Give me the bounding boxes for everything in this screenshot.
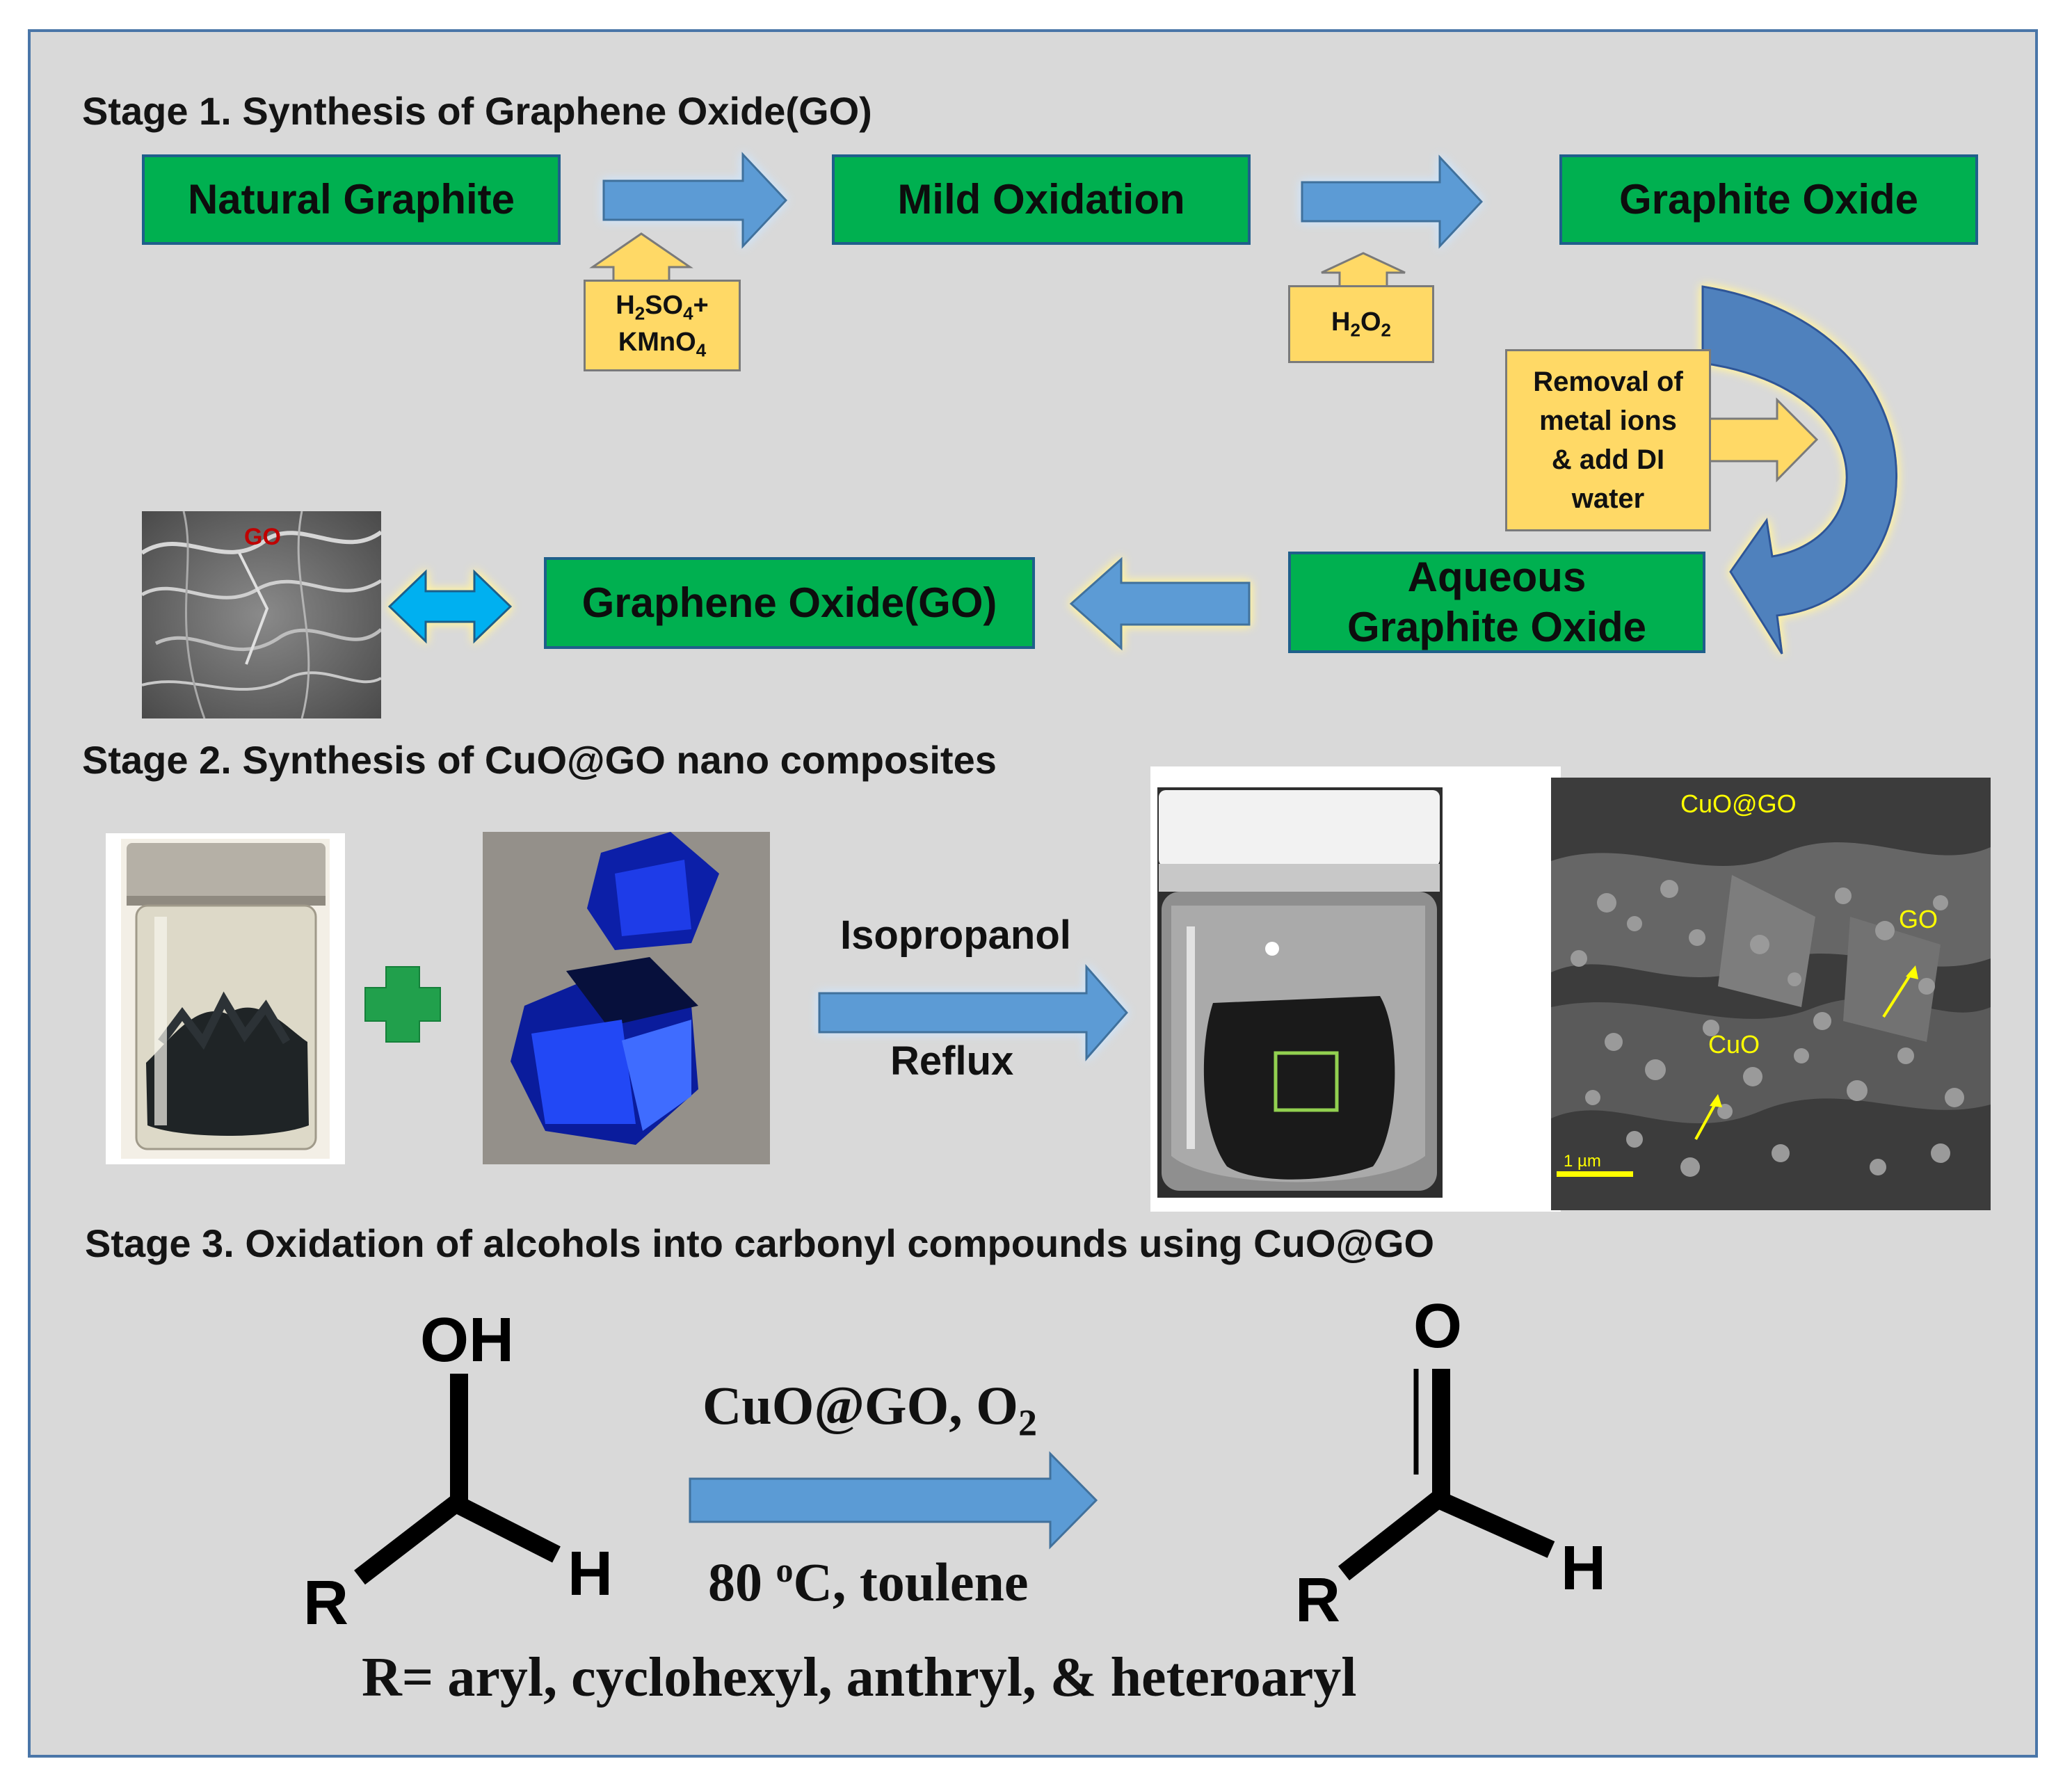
condition-label: Reflux <box>890 1038 1014 1084</box>
stage3-title: Stage 3. Oxidation of alcohols into carb… <box>85 1221 1435 1265</box>
copper-sulfate-graphic <box>483 832 770 1164</box>
alcohol-r-label: R <box>303 1568 348 1638</box>
sem-scale-bar-label: 1 µm <box>1564 1152 1601 1171</box>
plus-icon <box>364 966 441 1043</box>
go-sem-image: GO <box>142 511 381 718</box>
carbonyl-o-label: O <box>1413 1292 1463 1361</box>
reagent-box-peroxide: H2O2 <box>1288 285 1434 363</box>
reaction-reagent: CuO@GO, O2 <box>702 1375 1037 1444</box>
removal-line1: Removal of <box>1533 367 1683 397</box>
arrow-stage3 <box>689 1451 1098 1550</box>
reagent-box-acid-permanganate: H2SO4+ KMnO4 <box>584 280 741 371</box>
curved-return-arrow <box>1701 285 1898 654</box>
carbonyl-r-label: R <box>1295 1566 1340 1635</box>
copper-sulfate-crystal-photo <box>483 832 770 1164</box>
aqueous-line1: Aqueous <box>1407 554 1587 600</box>
alcohol-oh-label: OH <box>420 1306 514 1375</box>
sem-cuo-label: CuO <box>1708 1030 1760 1059</box>
cuo-go-vial-graphic <box>1157 787 1443 1198</box>
sem-cuo-go-label: CuO@GO <box>1680 789 1797 818</box>
arrow-stage2 <box>818 964 1128 1061</box>
removal-line4: water <box>1571 483 1645 514</box>
natural-graphite-label: Natural Graphite <box>187 176 515 223</box>
graphite-oxide-label: Graphite Oxide <box>1619 176 1919 223</box>
carbonyl-h-label: H <box>1561 1534 1606 1603</box>
arrow-right-2 <box>1301 154 1484 249</box>
solvent-label: Isopropanol <box>840 913 1071 958</box>
reagent-permanganate: KMnO4 <box>618 328 707 361</box>
go-sem-label: GO <box>244 524 281 550</box>
reagent-up-arrow-1 <box>589 232 693 282</box>
arrow-left-stage1 <box>1069 556 1251 651</box>
alcohol-structure <box>354 1374 561 1585</box>
cuo-go-sem-image: CuO@GO GO CuO 1 µm <box>1551 778 1991 1210</box>
go-vial-graphic <box>121 839 330 1159</box>
removal-box: Removal of metal ions & add DI water <box>1505 349 1711 531</box>
mild-oxidation-box: Mild Oxidation <box>832 154 1251 245</box>
removal-line2: metal ions <box>1539 405 1677 436</box>
substituent-footnote: R= aryl, cyclohexyl, anthryl, & heteroar… <box>362 1647 1357 1708</box>
cuo-go-vial-photo <box>1150 766 1561 1212</box>
graphite-oxide-box: Graphite Oxide <box>1559 154 1978 245</box>
go-sem-texture <box>142 511 381 718</box>
arrow-right-1 <box>602 152 788 249</box>
graphene-oxide-label: Graphene Oxide(GO) <box>581 579 997 626</box>
carbonyl-structure <box>1338 1369 1555 1581</box>
graphene-oxide-box: Graphene Oxide(GO) <box>544 557 1035 649</box>
double-arrow <box>387 569 513 644</box>
natural-graphite-box: Natural Graphite <box>142 154 561 245</box>
aqueous-line2: Graphite Oxide <box>1347 604 1647 650</box>
cuo-go-sem-texture <box>1551 778 1991 1210</box>
stage1-title: Stage 1. Synthesis of Graphene Oxide(GO) <box>82 89 872 133</box>
removal-arrow <box>1708 397 1819 483</box>
reagent-acid: H2SO4+ <box>616 290 709 324</box>
reagent-up-arrow-2 <box>1321 252 1406 288</box>
mild-oxidation-label: Mild Oxidation <box>897 176 1185 223</box>
reagent-peroxide: H2O2 <box>1331 307 1391 341</box>
aqueous-graphite-oxide-box: Aqueous Graphite Oxide <box>1288 552 1705 653</box>
aqueous-graphite-oxide-label: Aqueous Graphite Oxide <box>1347 552 1646 652</box>
stage2-title: Stage 2. Synthesis of CuO@GO nano compos… <box>82 738 997 782</box>
alcohol-h-label: H <box>568 1539 613 1609</box>
sem-go-label: GO <box>1899 905 1938 933</box>
reaction-condition: 80 oC, toulene <box>708 1550 1029 1612</box>
go-vial-photo <box>106 833 345 1164</box>
removal-line3: & add DI <box>1551 444 1665 475</box>
